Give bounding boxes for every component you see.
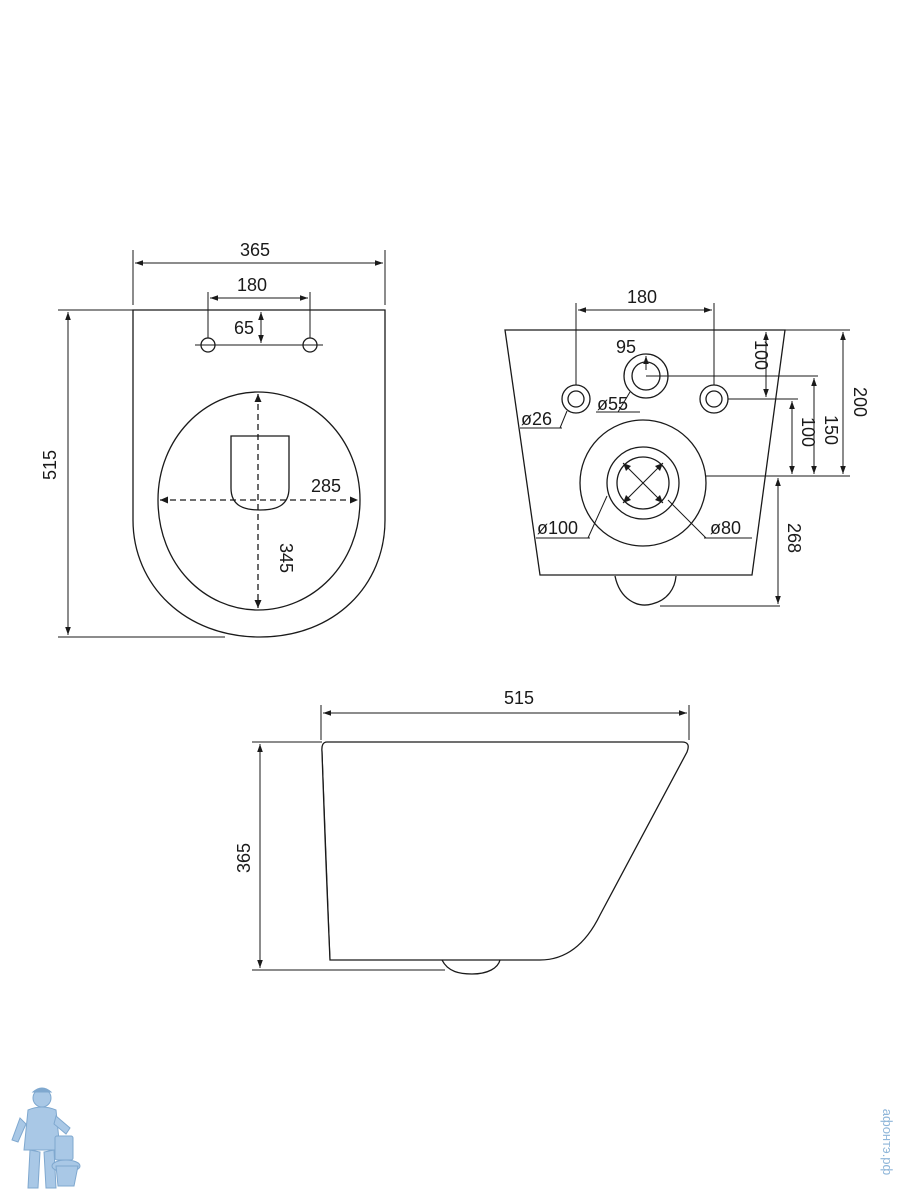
dim-bowl-width: 285 <box>311 476 341 496</box>
side-outlet-bulge <box>441 959 501 975</box>
dim-200: 200 <box>850 387 870 417</box>
dim-side-projection: 515 <box>504 688 534 708</box>
outlet-inner <box>616 456 670 510</box>
drain-outlet <box>230 435 290 511</box>
dim-outlet-height: 268 <box>784 523 804 553</box>
mount-hole-left <box>561 384 591 414</box>
outlet-middle <box>606 446 680 520</box>
dim-top-100: 100 <box>751 340 771 370</box>
dim-inlet-offset: 95 <box>616 337 636 357</box>
side-view-outline <box>321 741 689 961</box>
dim-side-height: 365 <box>234 843 254 873</box>
plumber-mascot-icon <box>11 1087 81 1189</box>
dim-back-holes-spacing: 180 <box>627 287 657 307</box>
dim-hole-offset: 65 <box>234 318 254 338</box>
outlet-bulge <box>614 575 677 606</box>
dim-inlet-diameter: ø55 <box>597 394 628 414</box>
bowl-outline <box>157 391 361 611</box>
top-view-outline <box>132 309 386 638</box>
watermark-text: афонтэ.рф <box>880 1109 895 1176</box>
back-view-outline <box>504 329 786 576</box>
mount-hole-right <box>699 384 729 414</box>
dim-outlet-inner-diameter: ø80 <box>710 518 741 538</box>
dim-outlet-outer-diameter: ø100 <box>537 518 578 538</box>
dim-overall-width: 365 <box>240 240 270 260</box>
side-view: 515 365 <box>234 688 690 975</box>
dim-overall-length: 515 <box>40 450 60 480</box>
dim-holes-spacing: 180 <box>237 275 267 295</box>
outlet-outer <box>579 419 707 547</box>
dim-bowl-length: 345 <box>276 543 296 573</box>
dim-150: 150 <box>821 415 841 445</box>
top-view: 365 180 65 515 285 345 <box>40 240 386 638</box>
dim-mount-hole-diameter: ø26 <box>521 409 552 429</box>
back-view: 180 95 ø55 ø26 100 100 150 200 268 <box>504 287 870 607</box>
dim-right-100: 100 <box>798 417 818 447</box>
